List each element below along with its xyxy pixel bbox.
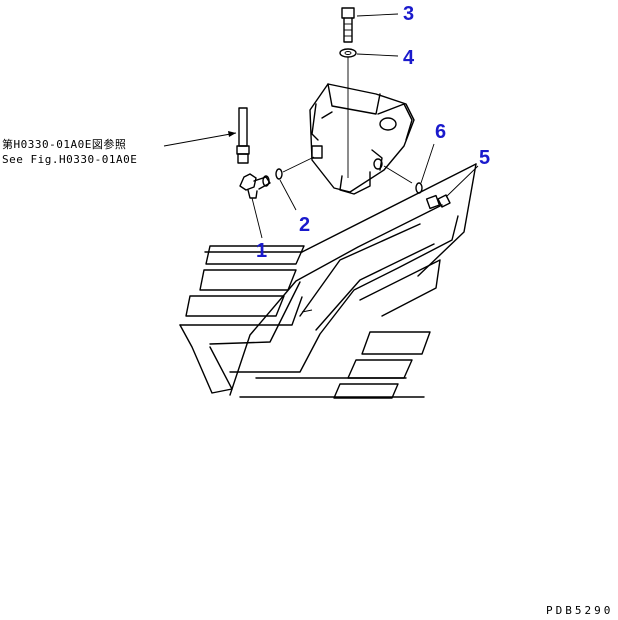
callout-4: 4 xyxy=(403,47,415,69)
washer-part-4 xyxy=(339,48,399,178)
o-ring-part-2 xyxy=(275,156,315,211)
reference-note-jp: 第H0330-01A0E図参照 xyxy=(2,138,127,151)
floor-plate xyxy=(179,163,477,399)
callout-5: 5 xyxy=(479,147,490,169)
callout-3: 3 xyxy=(403,3,414,25)
callout-1: 1 xyxy=(256,240,267,262)
valve-body xyxy=(309,83,415,195)
reference-note-en: See Fig.H0330-01A0E xyxy=(2,153,138,166)
reference-pipe xyxy=(163,107,250,164)
callout-2: 2 xyxy=(299,214,310,236)
o-ring-part-6 xyxy=(415,143,435,194)
drawing-code: PDB5290 xyxy=(546,604,614,617)
plug-part-5 xyxy=(425,165,479,210)
callout-6: 6 xyxy=(435,121,446,143)
bolt-part-3 xyxy=(341,7,399,43)
elbow-fitting-part-1 xyxy=(239,173,271,239)
